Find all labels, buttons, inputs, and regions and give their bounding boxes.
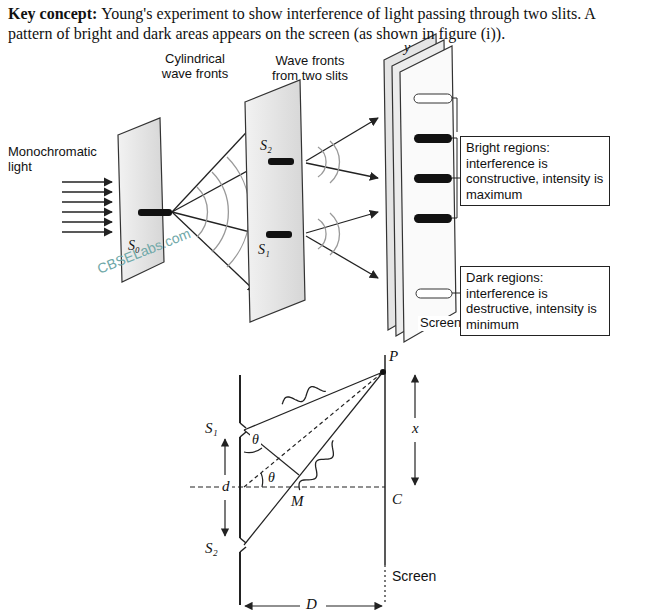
slit-label: S₂ (205, 540, 218, 557)
wavefront-label: Cylindrical wave fronts (150, 52, 240, 82)
callout-box: Bright regions: interference is construc… (460, 136, 610, 206)
screen-label: Screen (418, 316, 463, 331)
slit-label: S₁ (258, 242, 270, 258)
wavefront-label: Wave fronts from two slits (262, 54, 358, 84)
angle-label: θ (250, 432, 261, 448)
distance-label: D (306, 596, 317, 613)
angle-label: θ (266, 470, 277, 486)
axis-label: y (404, 40, 410, 56)
distance-label: x (410, 420, 421, 437)
geometry (190, 355, 415, 606)
callout-box: Dark regions: interference is destructiv… (460, 266, 610, 336)
point-label: C (392, 491, 402, 508)
screen-plates (384, 34, 456, 342)
point-label: P (389, 348, 398, 365)
double-slit-plate (245, 80, 305, 322)
slit-waves (306, 118, 378, 278)
callout-text: Dark regions: interference is destructiv… (466, 270, 604, 332)
light-wave (282, 387, 333, 490)
light-rays (62, 182, 112, 232)
distance-label: d (220, 478, 232, 495)
slit-s0 (138, 209, 172, 216)
slit-label: S₂ (260, 138, 272, 154)
key-heading: Key concept: (8, 5, 97, 22)
callout-text: Bright regions: interference is construc… (466, 140, 604, 202)
slit-s2 (268, 158, 294, 165)
point-p (380, 369, 386, 375)
fringes (414, 94, 452, 298)
screen-label: Screen (392, 568, 436, 584)
slit-s1 (266, 231, 292, 238)
light-label: Monochromatic light (8, 145, 120, 175)
slit-label: S₁ (205, 420, 218, 437)
key-concept: Key concept:Young's experiment to show i… (8, 4, 618, 44)
leader-lines (452, 98, 460, 293)
slit-barrier (240, 375, 246, 605)
point-label: M (289, 493, 306, 510)
